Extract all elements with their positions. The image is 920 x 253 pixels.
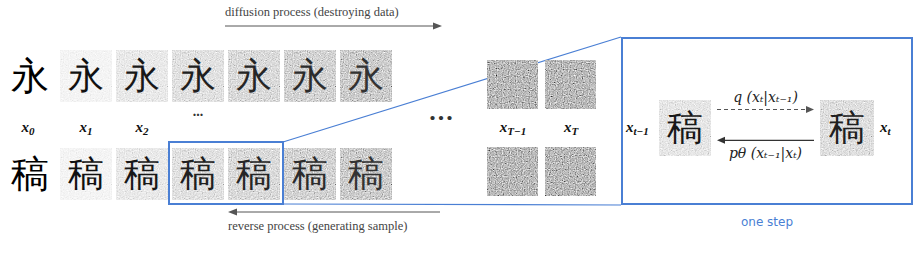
transition-arrow (717, 109, 808, 110)
tile-noise (340, 50, 392, 102)
highlight-frame (169, 142, 283, 204)
calligraphy-glyph: 永 (116, 50, 168, 102)
transition-label: pθ (xₜ₋₁|xₜ) (727, 145, 804, 161)
zoom-line (283, 37, 621, 142)
state-label: xt (880, 118, 891, 140)
tile-ground (172, 148, 224, 200)
tile-ground (340, 50, 392, 102)
process-arrow (234, 212, 440, 213)
image-tile: 永 (228, 50, 280, 102)
image-tile: 稿 (228, 148, 280, 200)
transition-arrow (723, 140, 814, 141)
state-label: x1 (80, 118, 93, 140)
arrow-head (433, 23, 442, 30)
tile-noise (172, 50, 224, 102)
ellipsis: ... (193, 104, 204, 120)
state-label: xT (564, 118, 578, 140)
state-label: xT−1 (500, 118, 526, 140)
calligraphy-glyph: 永 (284, 50, 336, 102)
tile-noise (172, 148, 224, 200)
calligraphy-glyph: 永 (4, 50, 56, 102)
zoom-line (283, 204, 621, 205)
tile-ground (659, 100, 711, 156)
image-tile: 稿 (284, 148, 336, 200)
calligraphy-glyph: 稿 (340, 148, 392, 200)
process-label: diffusion process (destroying data) (225, 5, 399, 20)
calligraphy-glyph: 稿 (228, 148, 280, 200)
tile-ground (116, 148, 168, 200)
tile-ground (228, 50, 280, 102)
state-label: xt−1 (626, 118, 649, 140)
image-tile: 稿 (820, 100, 874, 156)
process-arrow (225, 26, 436, 27)
calligraphy-glyph: 永 (60, 50, 112, 102)
tile-noise (284, 50, 336, 102)
tile-ground (116, 50, 168, 102)
tile-ground (284, 50, 336, 102)
tile-noise (284, 148, 336, 200)
ellipsis: ... (429, 97, 455, 127)
tile-ground (172, 50, 224, 102)
arrow-head (717, 137, 725, 144)
image-tile: 稿 (172, 148, 224, 200)
tile-ground (284, 148, 336, 200)
zoom-box: one step稿稿 (621, 37, 913, 205)
image-tile: 稿 (659, 100, 711, 156)
tile-noise (659, 100, 711, 156)
image-tile: 稿 (116, 148, 168, 200)
tile-noise (60, 50, 112, 102)
state-label: x2 (136, 118, 149, 140)
tile-ground (820, 100, 874, 156)
calligraphy-glyph: 稿 (659, 100, 711, 156)
calligraphy-glyph: 永 (228, 50, 280, 102)
calligraphy-glyph: 稿 (172, 148, 224, 200)
noise-tile (545, 60, 596, 109)
image-tile: 永 (340, 50, 392, 102)
process-label: reverse process (generating sample) (228, 219, 407, 234)
tile-noise (228, 148, 280, 200)
transition-label: q (xₜ|xₜ₋₁) (731, 89, 800, 105)
tile-ground (60, 50, 112, 102)
image-tile: 稿 (340, 148, 392, 200)
tile-ground (340, 148, 392, 200)
calligraphy-glyph: 稿 (4, 148, 56, 200)
noise-tile (487, 60, 538, 109)
tile-noise (116, 148, 168, 200)
image-tile: 永 (4, 50, 56, 102)
image-tile: 永 (60, 50, 112, 102)
calligraphy-glyph: 永 (340, 50, 392, 102)
tile-ground (60, 148, 112, 200)
calligraphy-glyph: 稿 (60, 148, 112, 200)
image-tile: 稿 (60, 148, 112, 200)
tile-noise (60, 148, 112, 200)
tile-noise (116, 50, 168, 102)
calligraphy-glyph: 永 (172, 50, 224, 102)
calligraphy-glyph: 稿 (820, 100, 874, 156)
box-caption: one step (623, 215, 911, 229)
tile-ground (228, 148, 280, 200)
calligraphy-glyph: 稿 (116, 148, 168, 200)
state-label: x0 (22, 118, 35, 140)
noise-tile (545, 147, 596, 196)
image-tile: 永 (172, 50, 224, 102)
tile-noise (228, 50, 280, 102)
tile-noise (340, 148, 392, 200)
noise-tile (487, 147, 538, 196)
image-tile: 永 (284, 50, 336, 102)
image-tile: 稿 (4, 148, 56, 200)
arrow-head (228, 209, 237, 216)
image-tile: 永 (116, 50, 168, 102)
arrow-head (806, 106, 814, 113)
tile-noise (820, 100, 874, 156)
calligraphy-glyph: 稿 (284, 148, 336, 200)
